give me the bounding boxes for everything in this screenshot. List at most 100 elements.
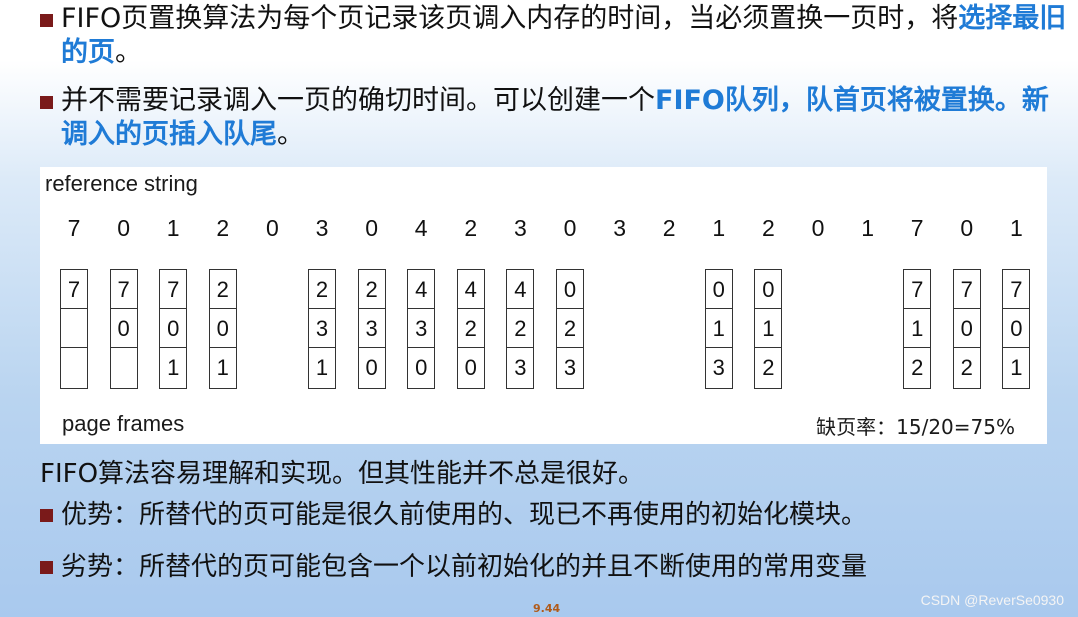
fault-rate-text: 缺页率：15/20=75% <box>816 415 1015 439</box>
reference-value: 2 <box>216 215 230 241</box>
frame-cell: 2 <box>457 309 484 348</box>
highlight-text: FIFO队列，队首页将被置换。新调入的页插入队尾 <box>61 85 1049 150</box>
frame-cell: 1 <box>167 355 180 380</box>
page-number: 9.44 <box>533 602 561 615</box>
reference-value: 2 <box>662 215 676 241</box>
frame-cell: 2 <box>762 355 775 380</box>
frame-cell: 2 <box>911 355 924 380</box>
frame-cell: 3 <box>563 355 577 380</box>
frame-cell: 3 <box>712 355 725 380</box>
frame-cell: 2 <box>309 270 335 309</box>
bullet-text: FIFO页置换算法为每个页记录该页调入内存的时间，当必须置换一页时，将选择最旧的… <box>61 3 1067 68</box>
bullet-square-icon <box>40 14 53 27</box>
bullet-square-icon <box>40 96 53 109</box>
reference-value: 1 <box>166 215 180 241</box>
frame-cell: 1 <box>755 309 782 348</box>
frame-cell: 0 <box>464 355 477 380</box>
frame-cell: 1 <box>904 309 931 348</box>
frame-cell: 7 <box>904 270 931 309</box>
frame-cell: 7 <box>61 270 87 309</box>
reference-value: 0 <box>117 215 130 241</box>
frame-cell: 0 <box>110 309 137 348</box>
reference-value: 0 <box>265 215 279 241</box>
frame-cell: 0 <box>415 355 428 380</box>
bullet-text: 并不需要记录调入一页的确切时间。可以创建一个FIFO队列，队首页将被置换。新调入… <box>61 85 1049 150</box>
frame-cell: 2 <box>358 270 385 309</box>
frame-cell: 7 <box>1003 270 1030 309</box>
frame-cell <box>61 309 87 348</box>
frame-cell: 7 <box>110 270 137 309</box>
frame-cell: 1 <box>315 355 329 380</box>
bullet-square-icon <box>40 509 53 522</box>
frame-cell: 0 <box>953 309 980 348</box>
frame-cell: 2 <box>507 309 534 348</box>
reference-value: 3 <box>513 215 527 241</box>
reference-value: 4 <box>414 215 428 241</box>
reference-value: 0 <box>563 215 577 241</box>
reference-value: 3 <box>315 215 329 241</box>
bullet-fifo-description: FIFO页置换算法为每个页记录该页调入内存的时间，当必须置换一页时，将选择最旧的… <box>40 2 1070 70</box>
frame-cell: 1 <box>1010 355 1023 380</box>
frame-cell: 3 <box>408 309 435 348</box>
disadvantage-text: 劣势：所替代的页可能包含一个以前初始化的并且不断使用的常用变量 <box>61 552 868 582</box>
frame-cell: 7 <box>160 270 187 309</box>
reference-string-label: reference string <box>45 171 198 196</box>
frame-cell: 4 <box>507 270 534 309</box>
frame-cell: 3 <box>514 355 527 380</box>
frame-column: 7 <box>60 269 88 389</box>
frame-cell: 0 <box>755 270 782 309</box>
reference-value: 1 <box>861 215 874 241</box>
bullet-advantage: 优势：所替代的页可能是很久前使用的、现已不再使用的初始化模块。 <box>40 498 1070 532</box>
fifo-summary: FIFO算法容易理解和实现。但其性能并不总是很好。 <box>40 459 645 489</box>
reference-value: 0 <box>960 215 974 241</box>
frame-cell <box>111 348 137 388</box>
frame-cell: 0 <box>209 309 236 348</box>
frame-cell: 1 <box>216 355 229 380</box>
reference-value: 7 <box>67 215 81 241</box>
reference-value: 0 <box>811 215 825 241</box>
frame-cell: 2 <box>557 309 583 348</box>
highlight-text: 选择最旧的页 <box>61 3 1067 68</box>
frame-cell: 3 <box>309 309 335 348</box>
page-frames-label: page frames <box>62 411 185 436</box>
frame-cell: 1 <box>705 309 732 348</box>
frame-cell: 4 <box>408 270 435 309</box>
reference-value: 1 <box>1009 215 1023 241</box>
frame-cell: 0 <box>1003 309 1030 348</box>
frame-cell: 7 <box>953 270 980 309</box>
frame-cell: 0 <box>705 270 732 309</box>
bullet-square-icon <box>40 561 53 574</box>
reference-value: 2 <box>761 215 775 241</box>
frame-cell: 4 <box>457 270 484 309</box>
watermark: CSDN @ReverSe0930 <box>920 592 1064 608</box>
bullet-disadvantage: 劣势：所替代的页可能包含一个以前初始化的并且不断使用的常用变量 <box>40 550 1070 584</box>
advantage-text: 优势：所替代的页可能是很久前使用的、现已不再使用的初始化模块。 <box>61 500 868 530</box>
frame-cell: 2 <box>960 355 973 380</box>
frame-cell: 0 <box>557 270 583 309</box>
reference-value: 7 <box>910 215 924 241</box>
frame-cell: 0 <box>160 309 187 348</box>
reference-value: 0 <box>365 215 378 241</box>
bullet-fifo-queue: 并不需要记录调入一页的确切时间。可以创建一个FIFO队列，队首页将被置换。新调入… <box>40 84 1050 152</box>
reference-value: 3 <box>613 215 626 241</box>
frame-cell: 3 <box>358 309 385 348</box>
frame-cell: 2 <box>209 270 236 309</box>
reference-value: 1 <box>712 215 726 241</box>
frame-cell: 0 <box>365 355 378 380</box>
reference-value: 2 <box>464 215 478 241</box>
